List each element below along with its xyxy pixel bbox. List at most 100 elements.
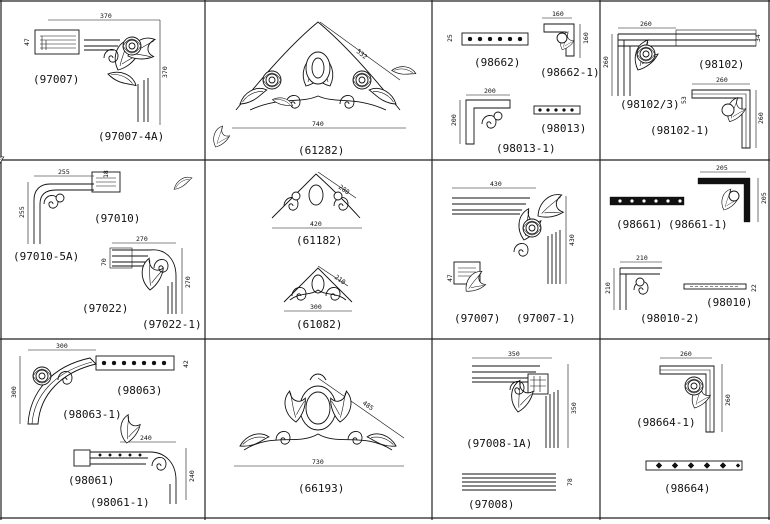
label-97007-4A: (97007-4A) (98, 130, 164, 143)
dim-740: 740 (312, 120, 324, 128)
label-98102-3: (98102/3) (620, 98, 680, 111)
label-98013: (98013) (540, 122, 586, 135)
dim-485: 485 (361, 399, 375, 412)
dim-260-f: 260 (724, 394, 732, 406)
label-97022-1: (97022-1) (142, 318, 202, 331)
dim-160-w: 160 (552, 10, 564, 18)
dim-210-h: 210 (604, 282, 612, 294)
dim-47-b: 47 (446, 274, 454, 282)
item-61182-pediment: 280 420 (61182) (171, 93, 362, 247)
dim-205-w: 205 (716, 164, 728, 172)
label-97007: (97007) (33, 73, 79, 86)
dim-350-w: 350 (508, 350, 520, 358)
item-61082-pediment: 210 300 (61082) (283, 265, 353, 331)
dim-270-h: 270 (184, 276, 192, 288)
dim-260-a: 260 (640, 20, 652, 28)
item-98063-1-corner: 300 300 42 (98063) (98063-1) (10, 342, 190, 425)
label-98063: (98063) (116, 384, 162, 397)
item-98662-1-corner: 160 160 (98662-1) (540, 10, 600, 79)
label-98662-1: (98662-1) (540, 66, 600, 79)
label-98102: (98102) (698, 58, 744, 71)
item-98661-1-corner: 205 205 (98661-1) (668, 164, 768, 231)
label-97010: (97010) (94, 212, 140, 225)
label-98061-1: (98061-1) (90, 496, 150, 509)
label-61282: (61282) (298, 144, 344, 157)
dim-53: 53 (680, 96, 688, 104)
dim-370-height: 370 (161, 66, 169, 78)
label-98661: (98661) (616, 218, 662, 231)
dim-70: 70 (100, 258, 108, 266)
dim-160-h: 160 (582, 32, 590, 44)
dim-34: 34 (754, 34, 762, 42)
dim-730: 730 (312, 458, 324, 466)
label-98662: (98662) (474, 56, 520, 69)
item-98664-1-corner: 260 260 (98664-1) (636, 350, 732, 433)
dim-350-h: 350 (570, 402, 578, 414)
dim-22: 22 (750, 284, 758, 292)
item-98662-moulding: 25 (98662) (446, 32, 529, 69)
label-61182: (61182) (296, 234, 342, 247)
dim-205-h: 205 (760, 192, 768, 204)
label-98010-2: (98010-2) (640, 312, 700, 325)
label-97022: (97022) (82, 302, 128, 315)
label-98010: (98010) (706, 296, 752, 309)
dim-260-d: 260 (757, 112, 765, 124)
label-98061: (98061) (68, 474, 114, 487)
item-98664-moulding: (98664) (645, 460, 743, 495)
item-97022-1-corner: 270 270 70 (97022) (97022-1) (82, 235, 202, 331)
dim-240-w: 240 (140, 434, 152, 442)
dim-370-width: 370 (100, 12, 112, 20)
dim-300: 300 (310, 303, 322, 311)
dim-300-h: 300 (10, 386, 18, 398)
item-98102-3-corner: 260 260 34 (98102) (98102/3) (602, 20, 762, 111)
dim-260-b: 260 (602, 56, 610, 68)
dim-200-w: 200 (484, 87, 496, 95)
item-97010-5A-corner: 255 255 18 (97010) (97010-5A) (0, 153, 140, 263)
item-98102-1-corner: 260 260 53 (98102-1) (650, 76, 765, 149)
item-97007-corner: 47 370 370 (97007) (97007-4A) (23, 12, 169, 143)
dim-255-h: 255 (18, 206, 26, 218)
label-98013-1: (98013-1) (496, 142, 556, 155)
dim-25: 25 (446, 34, 454, 42)
dim-210-w: 210 (636, 254, 648, 262)
dim-42: 42 (182, 360, 190, 368)
dim-78: 78 (566, 478, 574, 486)
label-97008: (97008) (468, 498, 514, 511)
item-66193-pediment: 485 730 (66193) (234, 373, 405, 495)
item-97008-moulding: 78 (97008) (462, 473, 574, 511)
dim-270-w: 270 (136, 235, 148, 243)
dim-420: 420 (310, 220, 322, 228)
label-98661-1: (98661-1) (668, 218, 728, 231)
item-98661-moulding: (98661) (609, 196, 685, 231)
dim-18: 18 (102, 170, 110, 178)
dim-300-w: 300 (56, 342, 68, 350)
label-98664: (98664) (664, 482, 710, 495)
dim-255-w: 255 (58, 168, 70, 176)
dim-260-c: 260 (716, 76, 728, 84)
item-98061-1-corner: 240 240 (98061) (98061-1) (68, 411, 196, 509)
item-61282-pediment: 532 740 (61282) (232, 21, 406, 157)
dim-430-w: 430 (490, 180, 502, 188)
label-97008-1A: (97008-1A) (466, 437, 532, 450)
dim-240-h: 240 (188, 470, 196, 482)
label-98664-1: (98664-1) (636, 416, 696, 429)
label-97010-5A: (97010-5A) (13, 250, 79, 263)
dim-200-h: 200 (450, 114, 458, 126)
item-98010-moulding: 22 (98010) (683, 283, 758, 309)
label-97007-1: (97007-1) (516, 312, 576, 325)
label-98063-1: (98063-1) (62, 408, 122, 421)
dim-260-e: 260 (680, 350, 692, 358)
dim-430-h: 430 (568, 234, 576, 246)
item-97008-1A-corner: 350 350 (97008-1A) (463, 267, 578, 450)
label-61082: (61082) (296, 318, 342, 331)
item-98010-2-corner: 210 210 (98010-2) (604, 254, 700, 325)
dim-47: 47 (23, 38, 31, 46)
label-66193: (66193) (298, 482, 344, 495)
label-98102-1: (98102-1) (650, 124, 710, 137)
item-97007-1-corner: 430 430 47 (97007) (97007-1) (446, 180, 576, 325)
item-98013-1-corner: 200 200 (98013-1) (391, 63, 556, 155)
label-97007-b: (97007) (454, 312, 500, 325)
